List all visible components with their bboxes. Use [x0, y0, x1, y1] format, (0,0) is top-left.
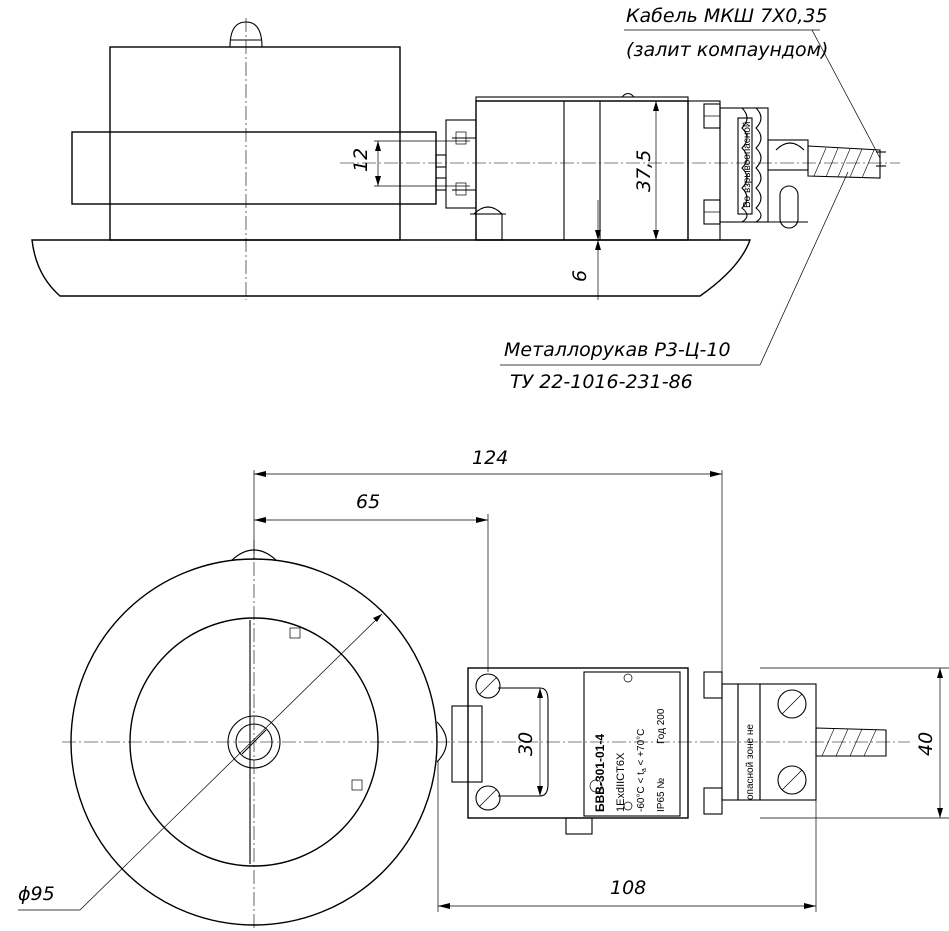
- svg-text:30: 30: [515, 732, 537, 756]
- svg-text:Металлорукав Р3-Ц-10: Металлорукав Р3-Ц-10: [504, 339, 731, 361]
- svg-text:6: 6: [569, 270, 591, 282]
- stud: [435, 177, 447, 191]
- svg-text:ϕ95: ϕ95: [18, 883, 55, 905]
- cable-callout: Кабель МКШ 7Х0,35 (залит компаундом): [624, 5, 881, 159]
- dimension-95: ϕ95: [18, 613, 383, 911]
- dimension-30: 30: [515, 688, 543, 796]
- cable-label: опасной зоне не: [745, 724, 756, 800]
- svg-text:БВВ-301-01-4: БВВ-301-01-4: [593, 734, 607, 812]
- plan-view: 124 65 ϕ95 30: [18, 447, 949, 930]
- dimension-65: 65: [254, 491, 489, 672]
- dimension-6: 6: [569, 200, 601, 300]
- svg-text:(залит компаундом): (залит компаундом): [626, 39, 828, 61]
- base-plate: [31, 239, 751, 297]
- svg-text:ТУ 22-1016-231-86: ТУ 22-1016-231-86: [510, 371, 693, 393]
- svg-text:-60°C < ta < +70°C: -60°C < ta < +70°C: [636, 729, 648, 812]
- svg-text:124: 124: [472, 447, 508, 469]
- side-view: Во взрывоопасной 12 37,5: [31, 5, 900, 393]
- inner-ring: [129, 617, 379, 867]
- svg-text:IP65 №: IP65 №: [656, 778, 667, 812]
- dimension-40: 40: [760, 667, 949, 819]
- dimension-124: 124: [253, 447, 723, 672]
- svg-text:Год 200: Год 200: [656, 708, 667, 744]
- svg-text:40: 40: [915, 732, 937, 756]
- svg-text:37,5: 37,5: [633, 150, 655, 192]
- cable-hatched: [807, 145, 881, 179]
- dimension-37-5: 37,5: [633, 101, 659, 240]
- svg-text:Кабель МКШ 7Х0,35: Кабель МКШ 7Х0,35: [626, 5, 828, 27]
- main-housing: [109, 46, 401, 241]
- side-label: Во взрывоопасной: [742, 121, 753, 208]
- svg-text:65: 65: [356, 491, 380, 513]
- nameplate: БВВ-301-01-4 1ExdIICT6X -60°C < ta < +70…: [583, 671, 681, 817]
- hose-callout: Металлорукав Р3-Ц-10 ТУ 22-1016-231-86: [500, 171, 849, 393]
- stud: [435, 154, 447, 168]
- svg-text:108: 108: [610, 877, 646, 899]
- housing-flange: [71, 131, 437, 205]
- dimension-12: 12: [350, 140, 470, 187]
- dimension-108: 108: [437, 760, 817, 912]
- svg-text:1ExdIICT6X: 1ExdIICT6X: [615, 752, 627, 812]
- svg-text:12: 12: [350, 148, 372, 172]
- bottom-screw: [473, 206, 503, 215]
